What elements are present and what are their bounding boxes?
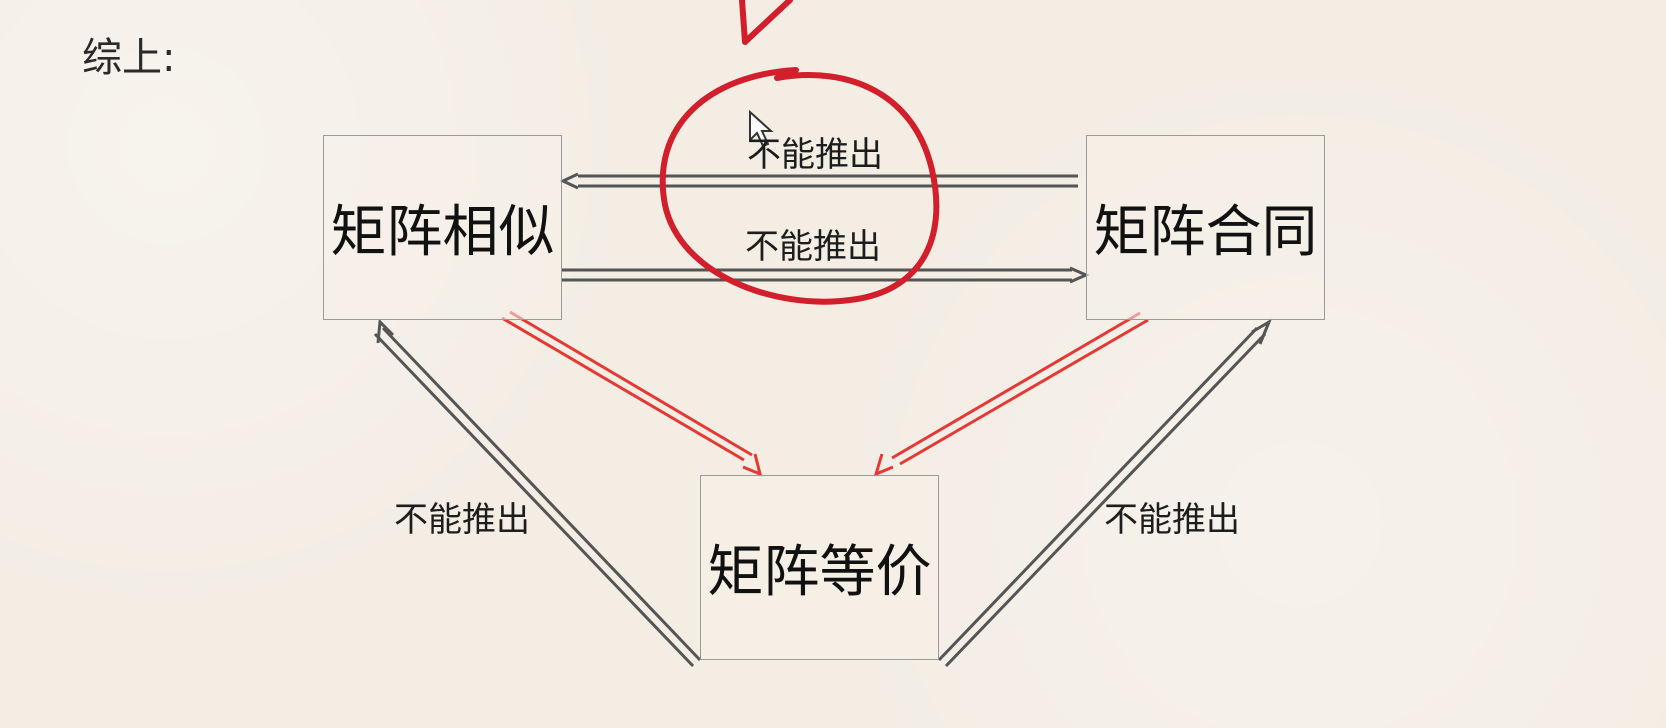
node-matrix-similar: 矩阵相似 [323, 135, 562, 320]
summary-label: 综上: [82, 35, 176, 81]
highlight-circle [659, 67, 940, 305]
arrow-equivalent-to-similar [373, 318, 702, 668]
cursor-icon [749, 109, 774, 148]
label-similar-to-congruent: 不能推出 [745, 227, 881, 267]
node-matrix-equivalent: 矩阵等价 [700, 475, 939, 660]
arrow-equivalent-to-congruent [937, 318, 1273, 668]
node-matrix-congruent: 矩阵合同 [1086, 135, 1325, 320]
label-equivalent-to-similar: 不能推出 [394, 500, 530, 540]
arrow-similar-to-equivalent [501, 310, 763, 477]
label-equivalent-to-congruent: 不能推出 [1104, 500, 1240, 540]
arrow-congruent-to-similar [559, 172, 1078, 190]
label-congruent-to-similar: 不能推出 [747, 135, 883, 175]
arrow-congruent-to-equivalent [873, 311, 1149, 477]
top-red-stroke [739, 0, 793, 45]
arrow-similar-to-congruent [562, 266, 1090, 284]
